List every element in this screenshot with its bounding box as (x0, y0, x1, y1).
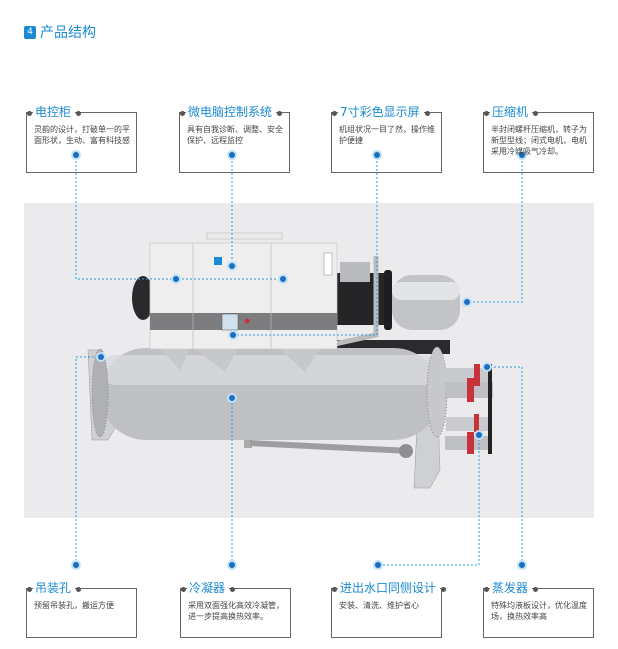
marker-dot (464, 299, 470, 305)
brand-logo (214, 257, 222, 265)
marker-dot (229, 562, 235, 568)
marker-dot (519, 152, 525, 158)
callout-desc: 安装、清洗、维护省心 (339, 601, 419, 610)
marker-dot (229, 152, 235, 158)
marker-dot (73, 562, 79, 568)
marker-dot (519, 562, 525, 568)
marker-dot (229, 395, 235, 401)
marker-dot (374, 152, 380, 158)
callout-title: 压缩机 (483, 103, 539, 120)
callout-electric-cabinet: 电控柜 灵韵的设计，打破单一的平面形状，生动、富有科技感 (26, 103, 137, 173)
callout-title: 冷凝器 (180, 579, 236, 596)
callout-compressor: 压缩机 半封闭螺杆压缩机，转子为新型型线；闭式电机，电机采用冷媒吸气冷却。 (483, 103, 594, 173)
marker-dot (73, 152, 79, 158)
callout-title: 微电脑控制系统 (179, 103, 283, 120)
callout-same-side-water-ports: 进出水口同侧设计 安装、清洗、维护省心 (331, 579, 447, 638)
callout-condenser: 冷凝器 采用双面强化高效冷凝管，进一步提高换热效率。 (180, 579, 291, 638)
callout-desc: 预留吊装孔，搬运方便 (34, 601, 114, 610)
marker-dot (280, 276, 286, 282)
callout-desc: 灵韵的设计，打破单一的平面形状，生动、富有科技感 (34, 125, 130, 145)
callout-microcomputer-control: 微电脑控制系统 具有自我诊断、调整、安全保护、远程监控 (179, 103, 290, 173)
water-pipes (440, 364, 493, 454)
control-cabinet (149, 232, 338, 372)
marker-dot (375, 562, 381, 568)
callout-evaporator: 蒸发器 特殊均液板设计，优化温度场，换热效率高 (483, 579, 594, 638)
marker-dot (98, 354, 104, 360)
callout-lifting-hole: 吊装孔 预留吊装孔，搬运方便 (26, 579, 137, 638)
section-number: 4 (24, 25, 36, 39)
leader-lines (75, 157, 523, 566)
chiller-unit (87, 232, 493, 489)
marker-dot (476, 432, 482, 438)
marker-dot (229, 263, 235, 269)
callout-display-screen: 7寸彩色显示屏 机组状况一目了然，操作维护便捷 (331, 103, 442, 173)
callout-desc: 半封闭螺杆压缩机，转子为新型型线；闭式电机，电机采用冷媒吸气冷却。 (491, 125, 587, 156)
callout-title: 吊装孔 (26, 579, 82, 596)
callout-desc: 具有自我诊断、调整、安全保护、远程监控 (187, 125, 283, 145)
marker-dot (484, 364, 490, 370)
callout-title: 蒸发器 (483, 579, 539, 596)
callout-title: 电控柜 (26, 103, 82, 120)
marker-dot (230, 332, 236, 338)
callout-title: 进出水口同侧设计 (331, 579, 447, 596)
section-title: 产品结构 (40, 25, 96, 41)
callout-desc: 采用双面强化高效冷凝管，进一步提高换热效率。 (188, 601, 284, 621)
callout-desc: 机组状况一目了然，操作维护便捷 (339, 125, 435, 145)
callout-title: 7寸彩色显示屏 (332, 103, 430, 120)
marker-dot (173, 276, 179, 282)
section-header: 4 产品结构 (24, 22, 96, 42)
callout-desc: 特殊均液板设计，优化温度场，换热效率高 (491, 601, 587, 621)
